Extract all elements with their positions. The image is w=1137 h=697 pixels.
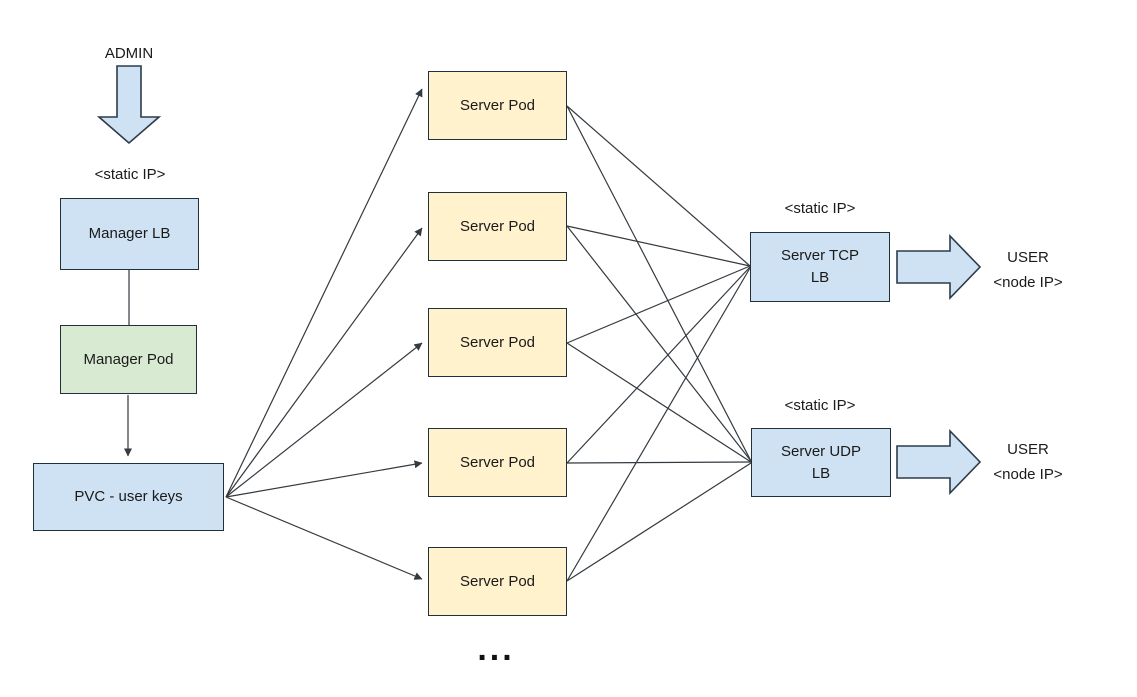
more-pods-ellipsis: ... [477, 630, 515, 668]
server-pod-box-1: Server Pod [428, 71, 567, 140]
edge-pod3-udp [566, 342, 752, 463]
user-label-udp: USER <node IP> [993, 441, 1063, 483]
edge-pod2-tcp [566, 225, 751, 267]
admin-label: ADMIN [104, 45, 154, 62]
edge-pod5-tcp [566, 267, 751, 582]
pvc-user-keys-box: PVC - user keys [33, 463, 224, 531]
static-ip-label-udp: <static IP> [784, 397, 856, 414]
server-tcp-lb-box: Server TCP LB [750, 232, 890, 302]
pod-to-udp-lb-edges [566, 105, 752, 582]
edge-pod5-udp [566, 462, 752, 582]
edge-pvc-pod2 [225, 227, 423, 498]
manager-lb-box: Manager LB [60, 198, 199, 270]
edge-pod4-udp [566, 461, 752, 464]
pvc-to-pod-edges [225, 88, 423, 580]
admin-down-arrow [96, 65, 162, 145]
edge-pvc-pod4 [225, 460, 423, 498]
static-ip-label-manager: <static IP> [94, 166, 166, 183]
edge-pod2-udp [566, 225, 752, 462]
edge-pod3-tcp [566, 265, 751, 344]
server-pod-box-3: Server Pod [428, 308, 567, 377]
manager-chain-connectors [124, 270, 132, 457]
user-arrow-tcp [896, 234, 982, 300]
user-arrow-udp [896, 429, 982, 495]
edge-pod4-tcp [566, 266, 751, 464]
pod-to-tcp-lb-edges [566, 105, 751, 582]
edge-pvc-pod1 [225, 88, 423, 498]
server-pod-box-5: Server Pod [428, 547, 567, 616]
static-ip-label-tcp: <static IP> [784, 200, 856, 217]
server-pod-box-2: Server Pod [428, 192, 567, 261]
server-pod-box-4: Server Pod [428, 428, 567, 497]
edge-pvc-pod5 [225, 496, 423, 580]
edge-pod1-tcp [566, 105, 751, 267]
manager-pod-box: Manager Pod [60, 325, 197, 394]
edge-pod1-udp [566, 105, 752, 462]
user-label-tcp: USER <node IP> [993, 249, 1063, 291]
server-udp-lb-box: Server UDP LB [751, 428, 891, 497]
edge-pvc-pod3 [225, 342, 423, 498]
